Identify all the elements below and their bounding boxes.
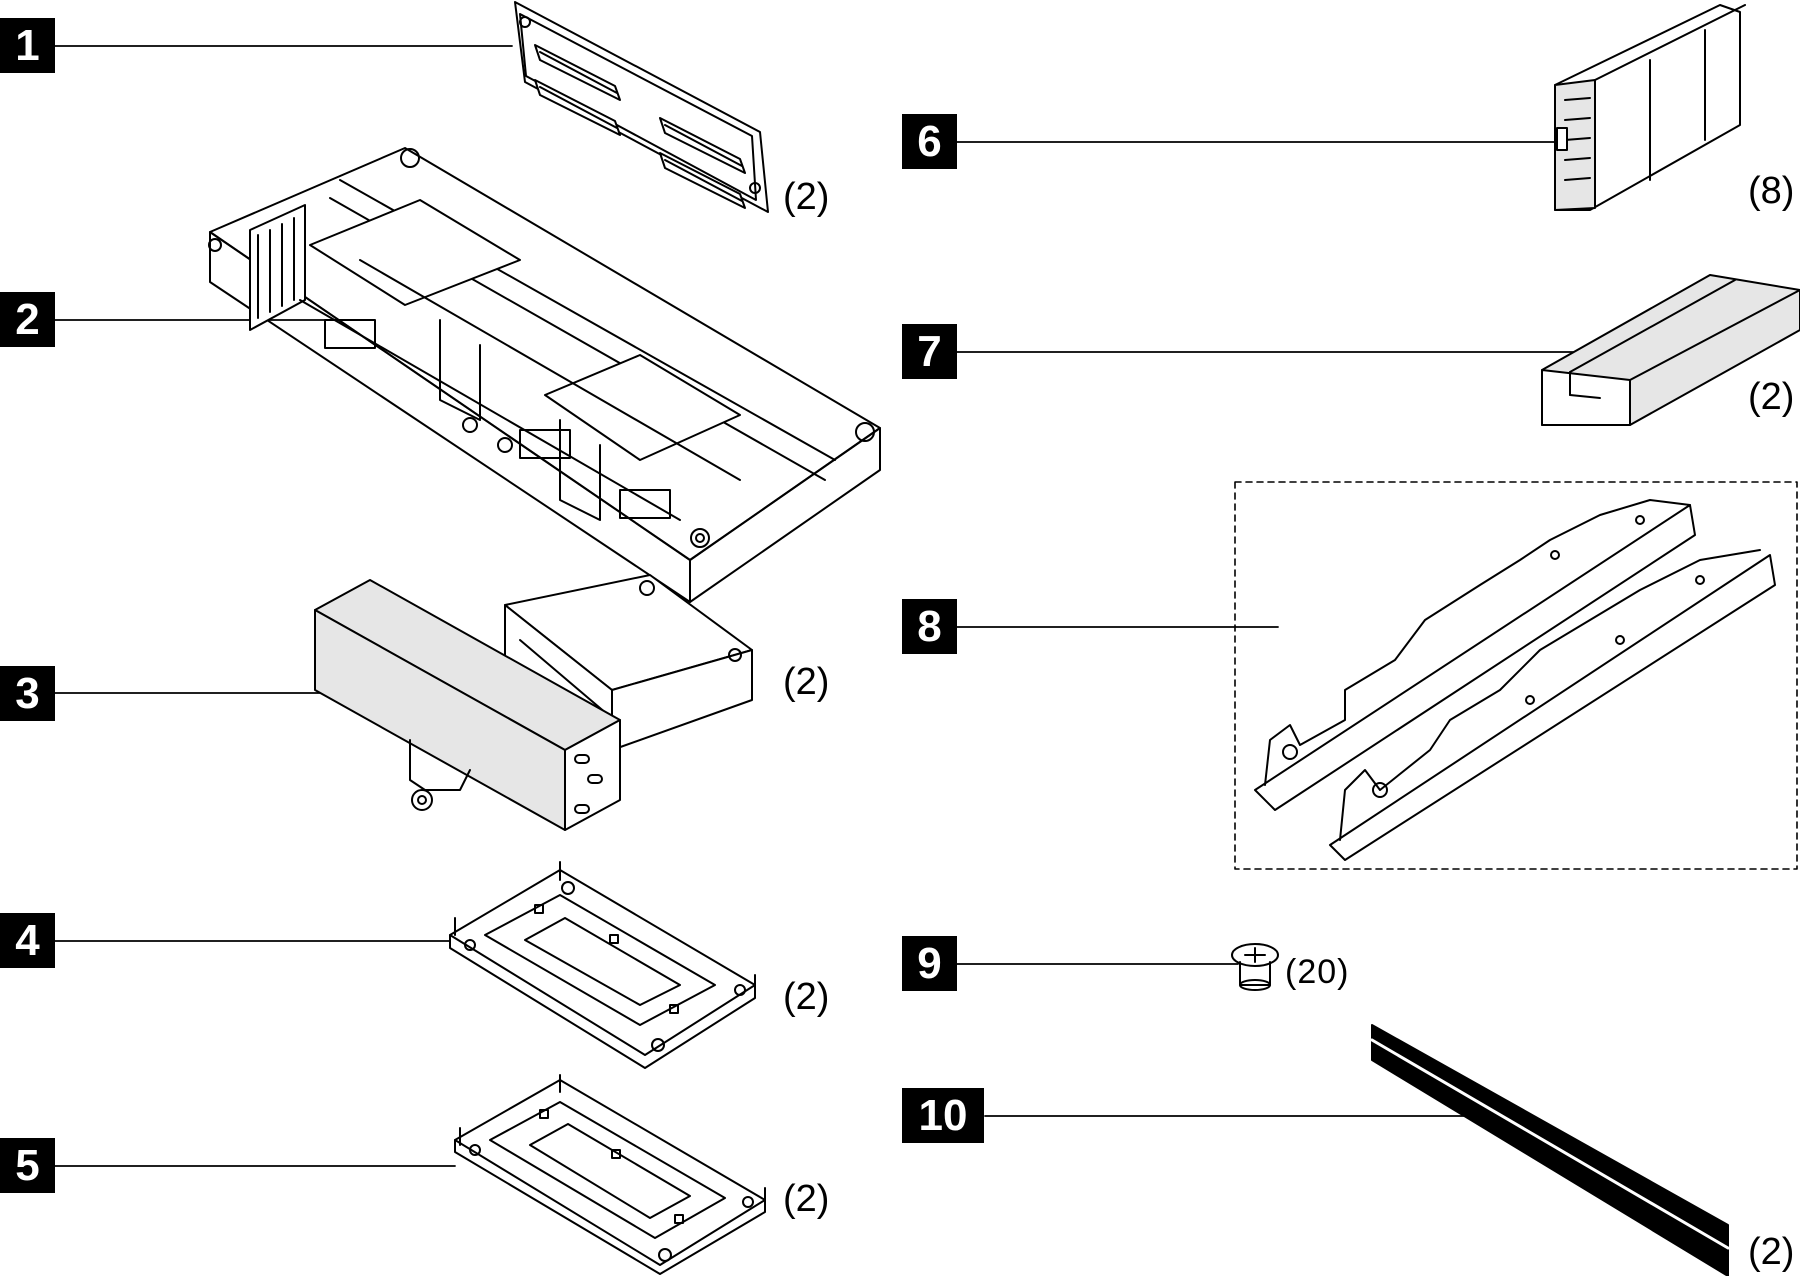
mounting-brackets-icon [1235,482,1797,869]
leader-lines [55,46,1595,1166]
drive-filler-icon [1555,5,1745,210]
filler-rail-icon [1542,275,1800,425]
callout-7: 7 [902,324,957,379]
callout-3: 3 [0,666,55,721]
quantity-label-10: (2) [1748,1231,1795,1273]
heat-sink-icon [315,575,752,830]
callout-6: 6 [902,114,957,169]
quantity-label-4: (2) [783,976,830,1018]
callout-4: 4 [0,913,55,968]
callout-1: 1 [0,18,55,73]
processor-carrier-icon-5 [455,1075,765,1274]
callout-10: 10 [902,1088,984,1143]
screw-icon [1232,944,1278,990]
quantity-label-7: (2) [1748,376,1795,418]
quantity-label-3: (2) [783,661,830,703]
backplane-icon [515,2,768,212]
quantity-label-9: (20) [1285,953,1350,991]
quantity-label-5: (2) [783,1178,830,1220]
callout-9: 9 [902,936,957,991]
rail-strip-icon [1372,1025,1728,1276]
quantity-label-1: (2) [783,176,830,218]
callout-2: 2 [0,292,55,347]
chassis-tray-icon [209,148,880,602]
callout-5: 5 [0,1138,55,1193]
quantity-label-6: (8) [1748,170,1795,212]
callout-8: 8 [902,599,957,654]
processor-carrier-icon-4 [450,862,755,1068]
